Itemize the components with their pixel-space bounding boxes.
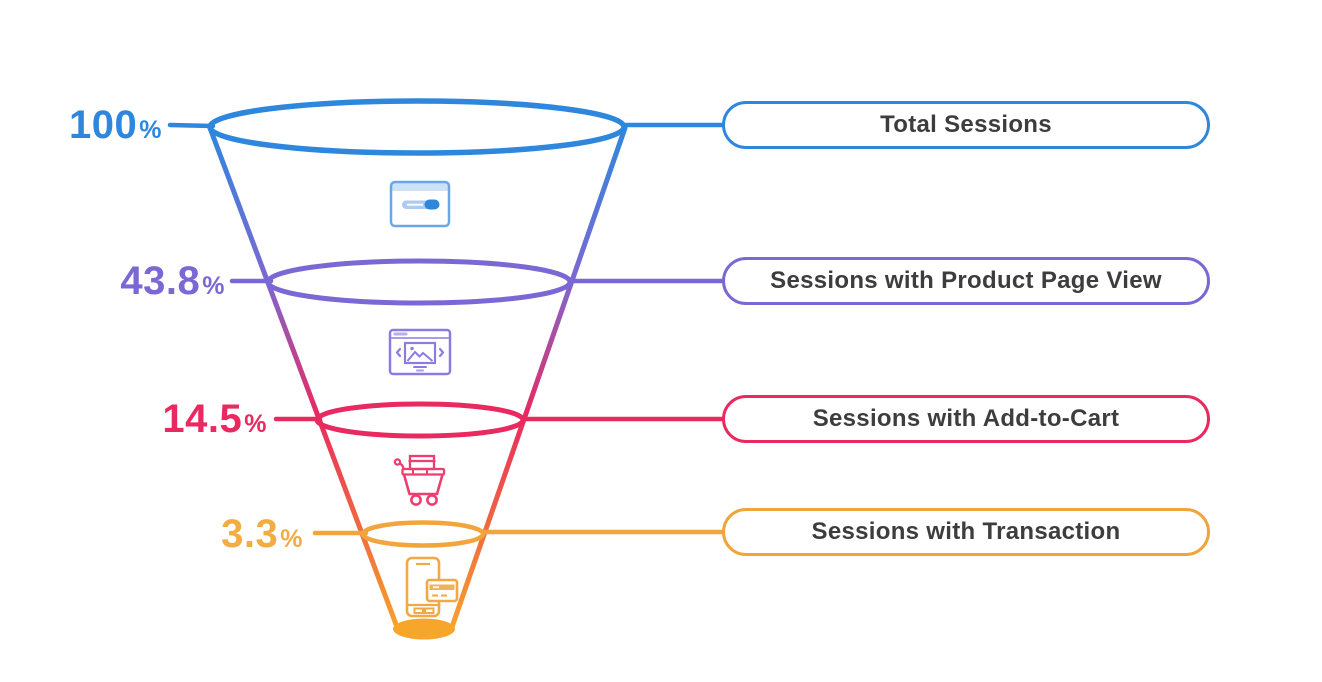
funnel-right-wall — [449, 125, 628, 630]
stage-pill-transaction: Sessions with Transaction — [722, 508, 1210, 556]
phone-payment-icon — [405, 556, 459, 618]
percent-label-add-to-cart: 14.5% — [100, 395, 267, 443]
stage-pill-label: Sessions with Add-to-Cart — [812, 405, 1120, 432]
funnel-ring-total-sessions — [207, 98, 627, 156]
shopping-cart-icon — [393, 454, 446, 506]
percent-label-total-sessions: 100% — [18, 101, 162, 149]
percent-value: 43.8 — [120, 259, 201, 303]
percent-value: 100 — [69, 103, 138, 147]
funnel-ring-add-to-cart — [314, 401, 526, 439]
stage-pill-label: Sessions with Transaction — [811, 518, 1121, 545]
browser-window-icon — [389, 180, 451, 228]
percent-sign: % — [139, 116, 162, 144]
connector-left-total-sessions — [167, 122, 216, 129]
percent-label-transaction: 3.3% — [140, 510, 303, 558]
funnel-ring-transaction — [360, 520, 486, 548]
funnel-bottom-tip — [393, 618, 455, 640]
percent-value: 3.3 — [221, 512, 279, 556]
funnel-ring-product-page-view — [265, 258, 573, 306]
product-page-icon — [388, 328, 452, 376]
stage-pill-total-sessions: Total Sessions — [722, 101, 1210, 149]
percent-sign: % — [280, 525, 303, 553]
funnel-left-wall — [207, 125, 400, 630]
stage-pill-label: Total Sessions — [880, 111, 1052, 138]
percent-sign: % — [202, 272, 225, 300]
stage-pill-product-page-view: Sessions with Product Page View — [722, 257, 1210, 305]
stage-pill-add-to-cart: Sessions with Add-to-Cart — [722, 395, 1210, 443]
percent-value: 14.5 — [162, 397, 243, 441]
percent-sign: % — [244, 410, 267, 438]
percent-label-product-page-view: 43.8% — [60, 257, 225, 305]
stage-pill-label: Sessions with Product Page View — [770, 267, 1162, 294]
